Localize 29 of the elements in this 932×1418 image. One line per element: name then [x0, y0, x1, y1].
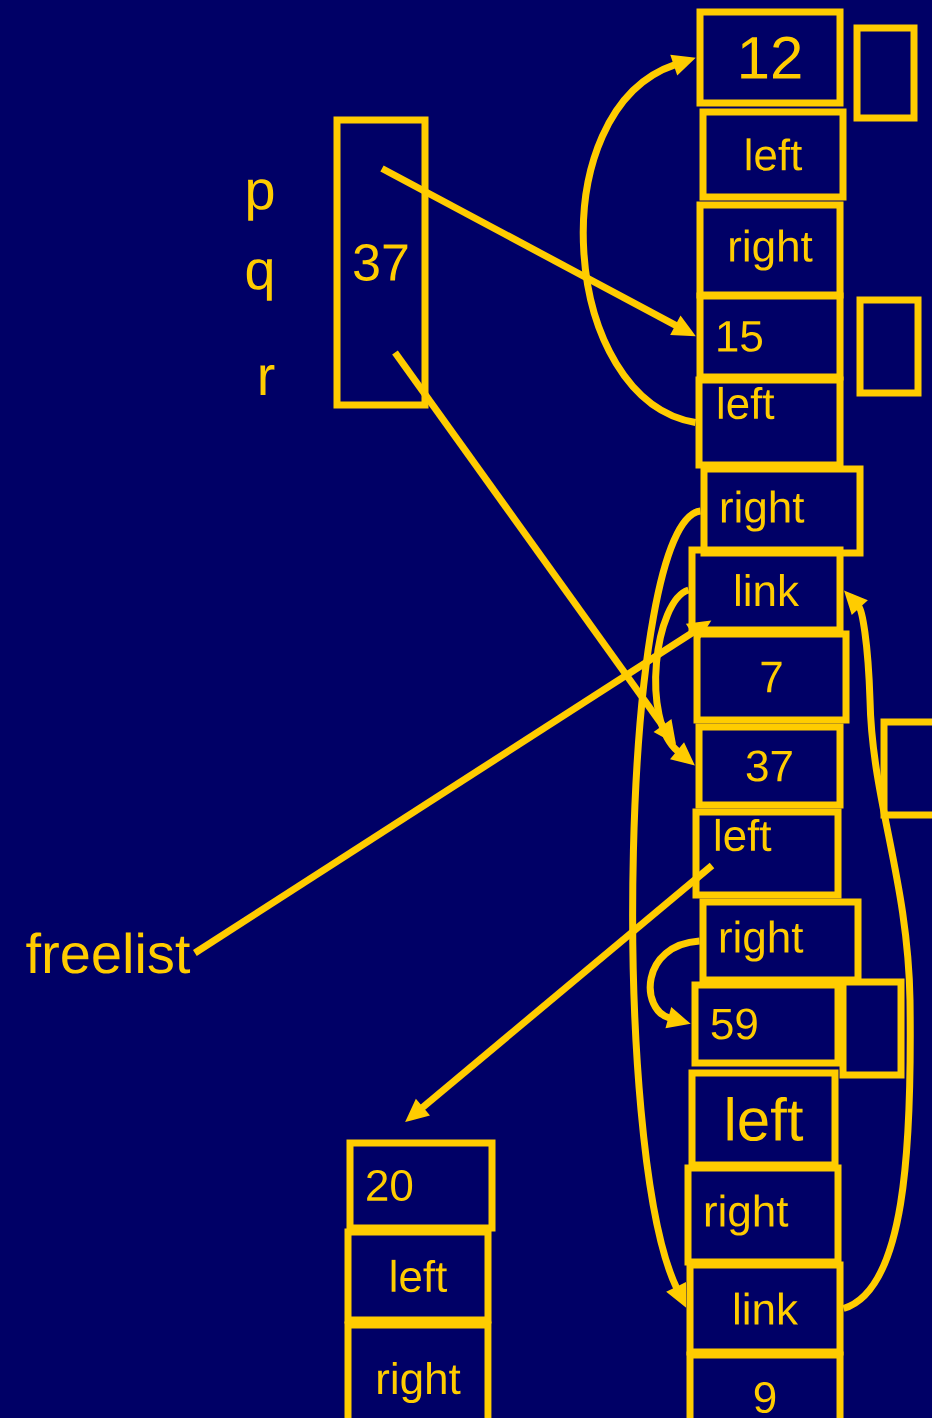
memory-cell: 37 [695, 723, 844, 809]
empty-box [880, 718, 932, 819]
memory-cell: 12 [696, 8, 844, 107]
memory-cell: left [688, 1069, 839, 1169]
memory-cell: 7 [693, 630, 850, 724]
memory-cell: 9 [686, 1351, 844, 1418]
memory-cell: link [686, 1261, 844, 1356]
memory-cell: right [699, 898, 862, 984]
memory-cell: right [700, 465, 864, 557]
memory-cell: left [695, 376, 844, 469]
empty-box [856, 296, 922, 397]
memory-cell: left [699, 108, 847, 201]
variable-name: q [246, 259, 272, 301]
pointer-box: 37 [333, 116, 429, 409]
bare-label: freelist [26, 932, 191, 974]
variable-name: p [248, 179, 274, 221]
empty-box [853, 24, 918, 122]
memory-cell: 20 [346, 1139, 496, 1232]
arrow [580, 54, 697, 426]
memory-cell: left [692, 808, 842, 899]
memory-cell: left [344, 1228, 492, 1324]
memory-cell: right [696, 201, 844, 299]
empty-box [839, 978, 905, 1079]
variable-name: r [260, 364, 275, 396]
memory-cell: link [688, 546, 844, 634]
memory-cell: right [344, 1321, 492, 1418]
memory-cell: right [684, 1164, 842, 1266]
memory-cell: 59 [691, 981, 842, 1067]
memory-cell: 15 [696, 292, 844, 381]
